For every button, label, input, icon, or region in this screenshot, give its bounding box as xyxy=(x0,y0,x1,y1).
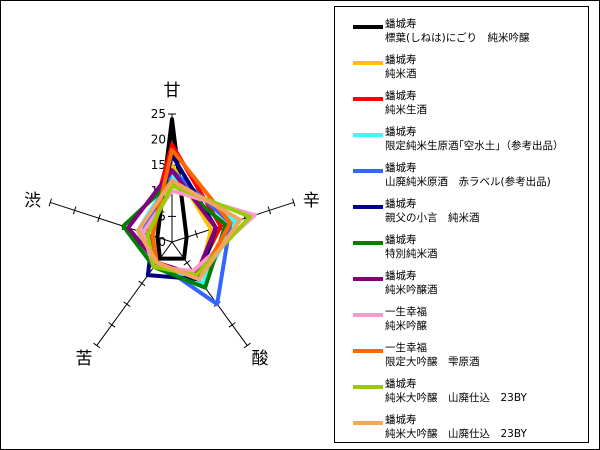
tick-label: 20 xyxy=(151,133,166,147)
axis-tick xyxy=(97,214,101,223)
legend-swatch xyxy=(353,421,383,425)
legend-label: 蟠城寿 純米酒 xyxy=(385,54,417,80)
axis-label: 甘 xyxy=(164,81,181,101)
legend-item: 蟠城寿 特別純米酒 xyxy=(335,229,590,265)
axis-tick xyxy=(243,342,251,349)
axis-label: 辛 xyxy=(303,191,320,211)
axis-label: 渋 xyxy=(24,191,41,211)
radar-axis-labels: 甘辛酸 苦 渋 xyxy=(24,81,320,369)
axis-tick xyxy=(138,280,146,287)
axis-label: 酸 xyxy=(251,349,268,369)
legend-swatch xyxy=(353,205,383,209)
legend-label: 蟠城寿 山廃純米原酒 赤ラベル(参考出品) xyxy=(385,162,551,188)
legend-swatch xyxy=(353,97,383,101)
legend-label: 蟠城寿 限定純米生原酒｢空水土｣（参考出品） xyxy=(385,126,564,152)
radar-series xyxy=(121,117,257,307)
legend-item: 蟠城寿 純米吟醸酒 xyxy=(335,265,590,301)
legend-swatch xyxy=(353,277,383,281)
tick-label: 0 xyxy=(158,235,166,249)
tick-label: 5 xyxy=(158,209,166,223)
legend-item: 蟠城寿 親父の小言 純米酒 xyxy=(335,193,590,229)
series-polygon xyxy=(155,117,189,261)
legend-swatch xyxy=(353,61,383,65)
legend-item: 蟠城寿 山廃純米原酒 赤ラベル(参考出品) xyxy=(335,157,590,193)
axis-tick xyxy=(72,206,77,215)
legend-item: 蟠城寿 純米大吟醸 山廃仕込 23BY xyxy=(335,409,590,445)
legend-item: 一生幸福 純米吟醸 xyxy=(335,301,590,337)
axis-tick xyxy=(228,322,236,328)
legend-label: 蟠城寿 純米吟醸酒 xyxy=(385,270,438,296)
legend-swatch xyxy=(353,313,383,317)
legend-label: 一生幸福 純米吟醸 xyxy=(385,306,427,332)
legend-swatch xyxy=(353,25,383,29)
chart-legend: 蟠城寿 標葉(しねは)にごり 純米吟醸蟠城寿 純米酒蟠城寿 純米生酒蟠城寿 限定… xyxy=(334,6,589,443)
legend-swatch xyxy=(353,169,383,173)
legend-item: 蟠城寿 標葉(しねは)にごり 純米吟醸 xyxy=(335,13,590,49)
legend-swatch xyxy=(353,133,383,137)
axis-tick xyxy=(292,198,296,207)
axis-tick xyxy=(183,259,191,266)
legend-item: 蟠城寿 限定純米生原酒｢空水土｣（参考出品） xyxy=(335,121,590,157)
legend-label: 蟠城寿 純米大吟醸 山廃仕込 23BY xyxy=(385,414,527,440)
legend-swatch xyxy=(353,349,383,353)
axis-tick xyxy=(267,206,272,215)
series-polygon xyxy=(121,178,228,290)
legend-item: 一生幸福 限定大吟醸 雫原酒 xyxy=(335,337,590,373)
legend-label: 蟠城寿 特別純米酒 xyxy=(385,234,438,260)
axis-tick xyxy=(48,198,52,207)
axis-tick xyxy=(123,301,131,307)
legend-item: 蟠城寿 純米大吟醸 山廃仕込 23BY xyxy=(335,373,590,409)
legend-label: 蟠城寿 純米生酒 xyxy=(385,90,427,116)
tick-label: 15 xyxy=(151,158,166,172)
legend-label: 蟠城寿 標葉(しねは)にごり 純米吟醸 xyxy=(385,18,530,44)
axis-label: 苦 xyxy=(76,349,93,369)
legend-swatch xyxy=(353,385,383,389)
axis-tick xyxy=(194,230,199,239)
legend-swatch xyxy=(353,241,383,245)
series-polygon xyxy=(135,178,243,282)
legend-label: 一生幸福 限定大吟醸 雫原酒 xyxy=(385,342,480,368)
legend-item: 蟠城寿 純米生酒 xyxy=(335,85,590,121)
legend-item: 蟠城寿 純米酒 xyxy=(335,49,590,85)
legend-label: 蟠城寿 純米大吟醸 山廃仕込 23BY xyxy=(385,378,527,404)
axis-tick xyxy=(108,322,116,328)
legend-label: 蟠城寿 親父の小言 純米酒 xyxy=(385,198,480,224)
tick-label: 25 xyxy=(151,107,166,121)
axis-tick xyxy=(93,342,101,349)
